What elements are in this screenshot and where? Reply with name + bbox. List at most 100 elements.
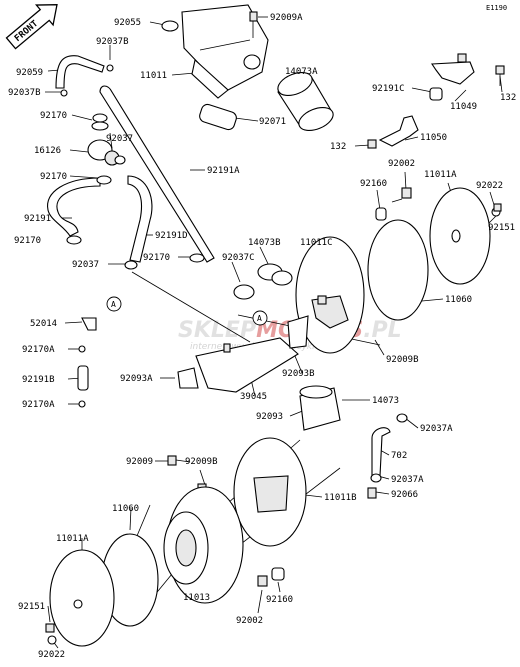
- part-92160-damper-top: [375, 207, 387, 221]
- label-92151-bottom: 92151: [18, 602, 45, 612]
- part-92093B-gasket: [287, 315, 309, 349]
- watermark-part1: SKLEP: [178, 318, 256, 343]
- label-92191: 92191: [24, 214, 51, 224]
- label-92170-c: 92170: [14, 236, 41, 246]
- label-92170-a: 92170: [40, 111, 67, 121]
- label-11011B: 11011B: [324, 493, 357, 503]
- part-92191C-sleeve: [429, 87, 443, 101]
- label-92160-bottom: 92160: [266, 595, 293, 605]
- part-92037-clamp: [114, 155, 126, 165]
- label-92037B: 92037B: [8, 88, 41, 98]
- part-11011A-cover-top: [429, 187, 491, 285]
- part-92151-bolt-top: [493, 203, 502, 212]
- part-92055-grommet: [161, 20, 179, 32]
- part-11050-bracket: [378, 115, 419, 147]
- label-92151-top: 92151: [488, 223, 515, 233]
- part-132-bolt-top: [495, 65, 505, 86]
- part-92037-clip-b: [124, 260, 138, 270]
- part-14073B-boot: [257, 263, 293, 286]
- part-11060-seal-top: [367, 219, 429, 321]
- label-92093: 92093: [256, 412, 283, 422]
- label-92071: 92071: [259, 117, 286, 127]
- label-11011A-bottom: 11011A: [56, 534, 89, 544]
- label-702: 702: [391, 451, 407, 461]
- label-14073A: 14073A: [285, 67, 318, 77]
- callout-a-right: A: [252, 310, 268, 326]
- label-92170-b: 92170: [40, 172, 67, 182]
- label-92059: 92059: [16, 68, 43, 78]
- part-92002-bolt-bottom: [257, 575, 268, 587]
- label-92002-bottom: 92002: [236, 616, 263, 626]
- label-11060-top: 11060: [445, 295, 472, 305]
- label-92093A: 92093A: [120, 374, 153, 384]
- part-52014-fitting: [81, 317, 97, 331]
- label-92191B: 92191B: [22, 375, 55, 385]
- svg-text:A: A: [111, 300, 116, 309]
- label-11049: 11049: [450, 102, 477, 112]
- part-92160-damper-bottom: [271, 567, 285, 581]
- label-11060-bottom: 11060: [112, 504, 139, 514]
- part-11011B-housing: [233, 437, 307, 547]
- front-arrow-icon: FRONT: [5, 4, 58, 50]
- part-702-hose: [371, 427, 391, 477]
- svg-text:A: A: [257, 314, 262, 323]
- label-92191C: 92191C: [372, 84, 405, 94]
- callout-a-left: A: [106, 296, 122, 312]
- label-92093B: 92093B: [282, 369, 315, 379]
- label-92191A: 92191A: [207, 166, 240, 176]
- part-92037B-clip: [60, 64, 114, 97]
- label-92037B-top: 92037B: [96, 37, 129, 47]
- label-39045: 39045: [240, 392, 267, 402]
- part-92191-hose: [47, 177, 101, 237]
- watermark-part4: .PL: [363, 318, 402, 343]
- label-14073: 14073: [372, 396, 399, 406]
- label-92170A-b: 92170A: [22, 400, 55, 410]
- label-14073B: 14073B: [248, 238, 281, 248]
- label-11013: 11013: [183, 593, 210, 603]
- part-92191B-hose: [77, 365, 89, 391]
- part-14073A-duct: [277, 71, 334, 132]
- part-39045-chamber: [195, 337, 299, 393]
- part-92037A-clip-a: [396, 413, 408, 423]
- part-132-bolt-mid: [367, 139, 377, 149]
- label-92037-b: 92037: [72, 260, 99, 270]
- part-labels: 92055 92009A 92037B 11011 14073A 92059 9…: [8, 13, 516, 660]
- part-92002-bolt-top: [391, 187, 412, 203]
- part-92151-bolt-bottom: [45, 623, 55, 633]
- part-92037A-clip-b: [370, 473, 382, 483]
- part-92059-hose: [55, 55, 105, 89]
- label-92022-top: 92022: [476, 181, 503, 191]
- part-92009A-screw: [249, 11, 258, 38]
- part-11011A-cover-bottom: [49, 549, 115, 647]
- part-92191A-long-hose: [99, 85, 215, 263]
- label-132-mid: 132: [330, 142, 346, 152]
- label-92055: 92055: [114, 18, 141, 28]
- label-92037C: 92037C: [222, 253, 255, 263]
- label-52014: 52014: [30, 319, 57, 329]
- part-92191D-hose: [127, 175, 153, 263]
- part-11049-bracket: [431, 53, 475, 85]
- label-92170A-a: 92170A: [22, 345, 55, 355]
- part-11011-upper-housing: [181, 4, 269, 99]
- label-92160-top: 92160: [360, 179, 387, 189]
- label-92191D: 92191D: [155, 231, 188, 241]
- label-132-top: 132: [500, 93, 516, 103]
- label-92037A-b: 92037A: [391, 475, 424, 485]
- part-92071-seal: [199, 103, 237, 131]
- part-92170A-clips: [78, 345, 86, 408]
- label-92009: 92009: [126, 457, 153, 467]
- part-92066-nipple: [367, 487, 377, 499]
- label-11050: 11050: [420, 133, 447, 143]
- label-92009A: 92009A: [270, 13, 303, 23]
- part-92170-clamps: [66, 113, 205, 263]
- label-11011: 11011: [140, 71, 167, 81]
- part-92093A-gasket: [177, 367, 199, 389]
- label-92170-d: 92170: [143, 253, 170, 263]
- part-92037C-clamp: [233, 284, 255, 300]
- label-11011C: 11011C: [300, 238, 333, 248]
- label-92002-top: 92002: [388, 159, 415, 169]
- label-92022-bottom: 92022: [38, 650, 65, 660]
- label-92009B-mid: 92009B: [386, 355, 419, 365]
